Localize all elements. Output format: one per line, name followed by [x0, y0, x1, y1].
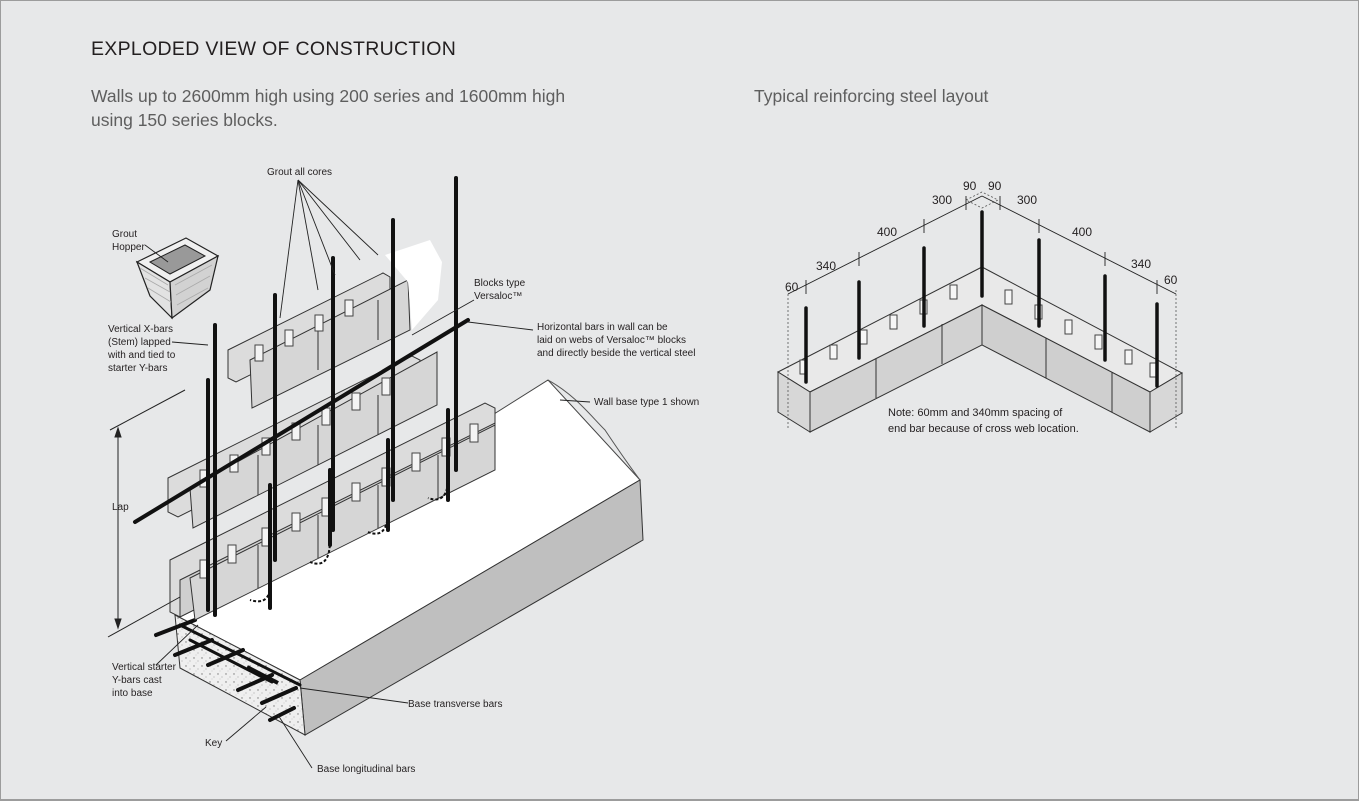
dim-340-right: 340	[1131, 257, 1151, 271]
note-line-2: end bar because of cross web location.	[888, 423, 1079, 435]
steel-layout-view: 60 340 400 300 90 90 300 400 340 60 Note…	[776, 179, 1184, 435]
label-key: Key	[205, 738, 222, 749]
label-blocks-type-1: Blocks type	[474, 278, 526, 289]
label-grout-all-cores: Grout all cores	[267, 167, 332, 178]
dim-90-left: 90	[963, 179, 977, 193]
wall-base-slab	[173, 379, 644, 736]
dim-400-left: 400	[877, 225, 897, 239]
label-wall-base: Wall base type 1 shown	[594, 397, 699, 408]
grout-hopper-icon	[135, 237, 220, 320]
dim-60-left: 60	[785, 280, 799, 294]
dimension-lines	[787, 195, 1177, 295]
label-vertical-x-bars-3: with and tied to	[107, 350, 176, 361]
page-title: EXPLODED VIEW OF CONSTRUCTION	[91, 38, 457, 60]
dim-60-right: 60	[1164, 273, 1178, 287]
dimension-labels: 60 340 400 300 90 90 300 400 340 60	[785, 179, 1178, 294]
label-grout-hopper-1: Grout	[112, 229, 137, 240]
label-vertical-starter-2: Y-bars cast	[112, 675, 162, 686]
key-bar	[246, 665, 279, 685]
leader-lines	[144, 179, 591, 769]
label-vertical-starter-1: Vertical starter	[112, 662, 177, 673]
dim-300-left: 300	[932, 193, 952, 207]
dim-340-left: 340	[816, 259, 836, 273]
label-horizontal-bars-2: laid on webs of Versaloc™ blocks	[537, 335, 686, 346]
note-line-1: Note: 60mm and 340mm spacing of	[888, 407, 1063, 419]
dim-400-right: 400	[1072, 225, 1092, 239]
exploded-labels: Grout all cores Grout Hopper Blocks type…	[107, 167, 699, 775]
block-course-top	[227, 240, 442, 409]
label-base-longitudinal: Base longitudinal bars	[317, 764, 415, 775]
label-grout-hopper-2: Hopper	[112, 242, 145, 253]
label-vertical-x-bars-1: Vertical X-bars	[108, 324, 173, 335]
label-vertical-starter-3: into base	[112, 688, 153, 699]
label-vertical-x-bars-2: (Stem) lapped	[108, 337, 171, 348]
label-horizontal-bars-1: Horizontal bars in wall can be	[537, 322, 668, 333]
steel-vertical-bars	[804, 210, 1159, 388]
left-subtitle-line-2: using 150 series blocks.	[91, 110, 278, 130]
vertical-bars	[206, 176, 458, 617]
label-blocks-type-2: Versaloc™	[474, 291, 522, 302]
horizontal-bar	[133, 318, 470, 524]
label-horizontal-bars-3: and directly beside the vertical steel	[537, 348, 695, 359]
left-subtitle-line-1: Walls up to 2600mm high using 200 series…	[91, 86, 566, 106]
dim-90-right: 90	[988, 179, 1002, 193]
label-base-transverse: Base transverse bars	[408, 699, 503, 710]
dim-300-right: 300	[1017, 193, 1037, 207]
right-subtitle: Typical reinforcing steel layout	[754, 86, 989, 106]
starter-bar-hooks	[249, 477, 449, 603]
lap-dimension	[107, 389, 186, 638]
label-lap: Lap	[112, 502, 129, 513]
left-subtitle: Walls up to 2600mm high using 200 series…	[91, 84, 651, 132]
label-vertical-x-bars-4: starter Y-bars	[108, 363, 167, 374]
exploded-view: Grout all cores Grout Hopper Blocks type…	[107, 167, 699, 775]
